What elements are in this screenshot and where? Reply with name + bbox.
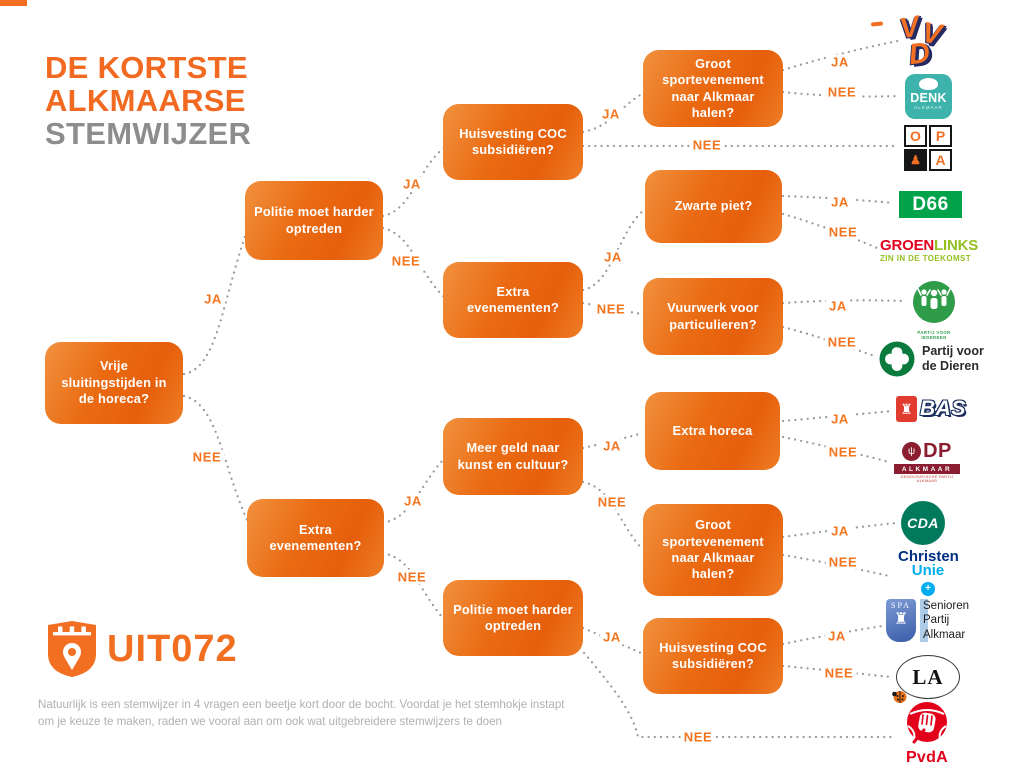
- logo-vvd: V V D: [897, 10, 944, 72]
- clover-circle-icon: [879, 341, 915, 377]
- edge-grootsport-boven-ja: [781, 39, 900, 72]
- uit072-logo: UIT072: [46, 620, 238, 678]
- label-nee: NEE: [824, 334, 860, 350]
- label-ja: JA: [825, 628, 849, 644]
- logo-bas: ♜ BAS: [896, 396, 966, 422]
- spa-shield-icon: SPA ♜: [886, 599, 916, 642]
- question-politie-harder-boven: Politie moet harder optreden: [245, 181, 383, 260]
- logo-cda: CDA: [901, 501, 945, 545]
- people-circle-icon: [913, 281, 955, 323]
- denk-shell-icon: [919, 78, 938, 90]
- edge-grootsport-onder-nee: [781, 553, 891, 578]
- label-nee: NEE: [821, 665, 857, 681]
- label-nee: NEE: [680, 729, 716, 745]
- label-nee: NEE: [189, 449, 225, 465]
- logo-christenunie: Christen Unie +: [898, 548, 959, 596]
- question-meer-geld-kunst-cultuur: Meer geld naar kunst en cultuur?: [443, 418, 583, 495]
- edge-meergeld-nee: [581, 480, 644, 551]
- question-vrije-sluitingstijden: Vrije sluitingstijden in de horeca?: [45, 342, 183, 424]
- logo-senioren-partij-alkmaar: SPA ♜ Senioren Partij Alkmaar: [886, 599, 969, 643]
- logo-la: LA: [892, 655, 960, 703]
- label-ja: JA: [828, 411, 852, 427]
- label-ja: JA: [600, 438, 624, 454]
- label-ja: JA: [400, 176, 424, 192]
- label-ja: JA: [828, 54, 852, 70]
- question-groot-sportevenement-boven: Groot sportevenement naar Alkmaar halen?: [643, 50, 783, 127]
- question-extra-evenementen-boven: Extra evenementen?: [443, 262, 583, 338]
- edge-root-nee: [182, 394, 250, 524]
- uit072-shield-icon: [48, 621, 96, 677]
- rose-fist-icon: [907, 702, 947, 744]
- logo-d66: D66: [899, 191, 962, 218]
- edge-horeca-nee: [781, 435, 891, 464]
- label-ja: JA: [601, 249, 625, 265]
- logo-denk: DENK ALKMAAR: [905, 74, 952, 119]
- edge-extra-ev-onder-nee: [381, 551, 444, 619]
- question-vuurwerk-particulieren: Vuurwerk voor particulieren?: [643, 278, 783, 355]
- label-ja: JA: [599, 106, 623, 122]
- title-line-2: ALKMAARSE: [45, 82, 246, 118]
- label-ja: JA: [600, 629, 624, 645]
- edge-huisvesting-onder-nee: [781, 664, 893, 679]
- logo-opa: O P ♟ A: [904, 125, 952, 171]
- title-line-1: DE KORTSTE: [45, 50, 248, 85]
- ladybug-icon: [892, 691, 907, 703]
- edge-politie-onder-nee: [578, 646, 893, 739]
- label-ja: JA: [828, 523, 852, 539]
- question-huisvesting-coc-boven: Huisvesting COC subsidiëren?: [443, 104, 583, 180]
- logo-partij-voor-iedereen: PARTIJ VOOR IEDEREEN: [906, 280, 962, 340]
- label-nee: NEE: [394, 569, 430, 585]
- label-nee: NEE: [825, 444, 861, 460]
- page-title: DE KORTSTE ALKMAARSE STEMWIJZER: [45, 50, 252, 151]
- logo-partij-voor-de-dieren: Partij voor de Dieren: [879, 341, 984, 377]
- label-nee: NEE: [388, 253, 424, 269]
- logo-dp-alkmaar: ψ DP ALKMAAR DEMOCRATISCHE PARTIJ ALKMAA…: [894, 440, 960, 483]
- label-nee: NEE: [825, 554, 861, 570]
- edge-grootsport-boven-nee: [781, 90, 901, 98]
- corner-accent-bar: [0, 0, 27, 6]
- question-extra-evenementen-onder: Extra evenementen?: [247, 499, 384, 577]
- logo-pvda: PvdA: [901, 700, 953, 767]
- question-politie-harder-onder: Politie moet harder optreden: [443, 580, 583, 656]
- logo-groenlinks: GROENLINKS ZIN IN DE TOEKOMST: [880, 237, 979, 263]
- label-nee: NEE: [594, 494, 630, 510]
- label-ja: JA: [401, 493, 425, 509]
- edge-extra-ev-onder-ja: [381, 458, 445, 525]
- question-extra-horeca: Extra horeca: [645, 392, 780, 470]
- christenunie-cross-icon: +: [921, 581, 935, 596]
- question-zwarte-piet: Zwarte piet?: [645, 170, 782, 243]
- label-nee: NEE: [689, 137, 725, 153]
- title-line-3: STEMWIJZER: [45, 115, 252, 151]
- label-ja: JA: [826, 298, 850, 314]
- label-nee: NEE: [593, 301, 629, 317]
- label-ja: JA: [201, 291, 225, 307]
- question-groot-sportevenement-onder: Groot sportevenement naar Alkmaar halen?: [643, 504, 783, 596]
- label-nee: NEE: [825, 224, 861, 240]
- question-huisvesting-coc-onder: Huisvesting COC subsidiëren?: [643, 618, 783, 694]
- edge-politie-onder-ja: [581, 626, 643, 655]
- label-ja: JA: [828, 194, 852, 210]
- edge-root-ja: [182, 226, 250, 376]
- opa-figure-icon: ♟: [904, 149, 927, 171]
- dp-hands-icon: ψ: [902, 442, 922, 461]
- label-nee: NEE: [824, 84, 860, 100]
- bas-castle-icon: ♜: [896, 396, 917, 422]
- footnote: Natuurlijk is een stemwijzer in 4 vragen…: [38, 698, 565, 728]
